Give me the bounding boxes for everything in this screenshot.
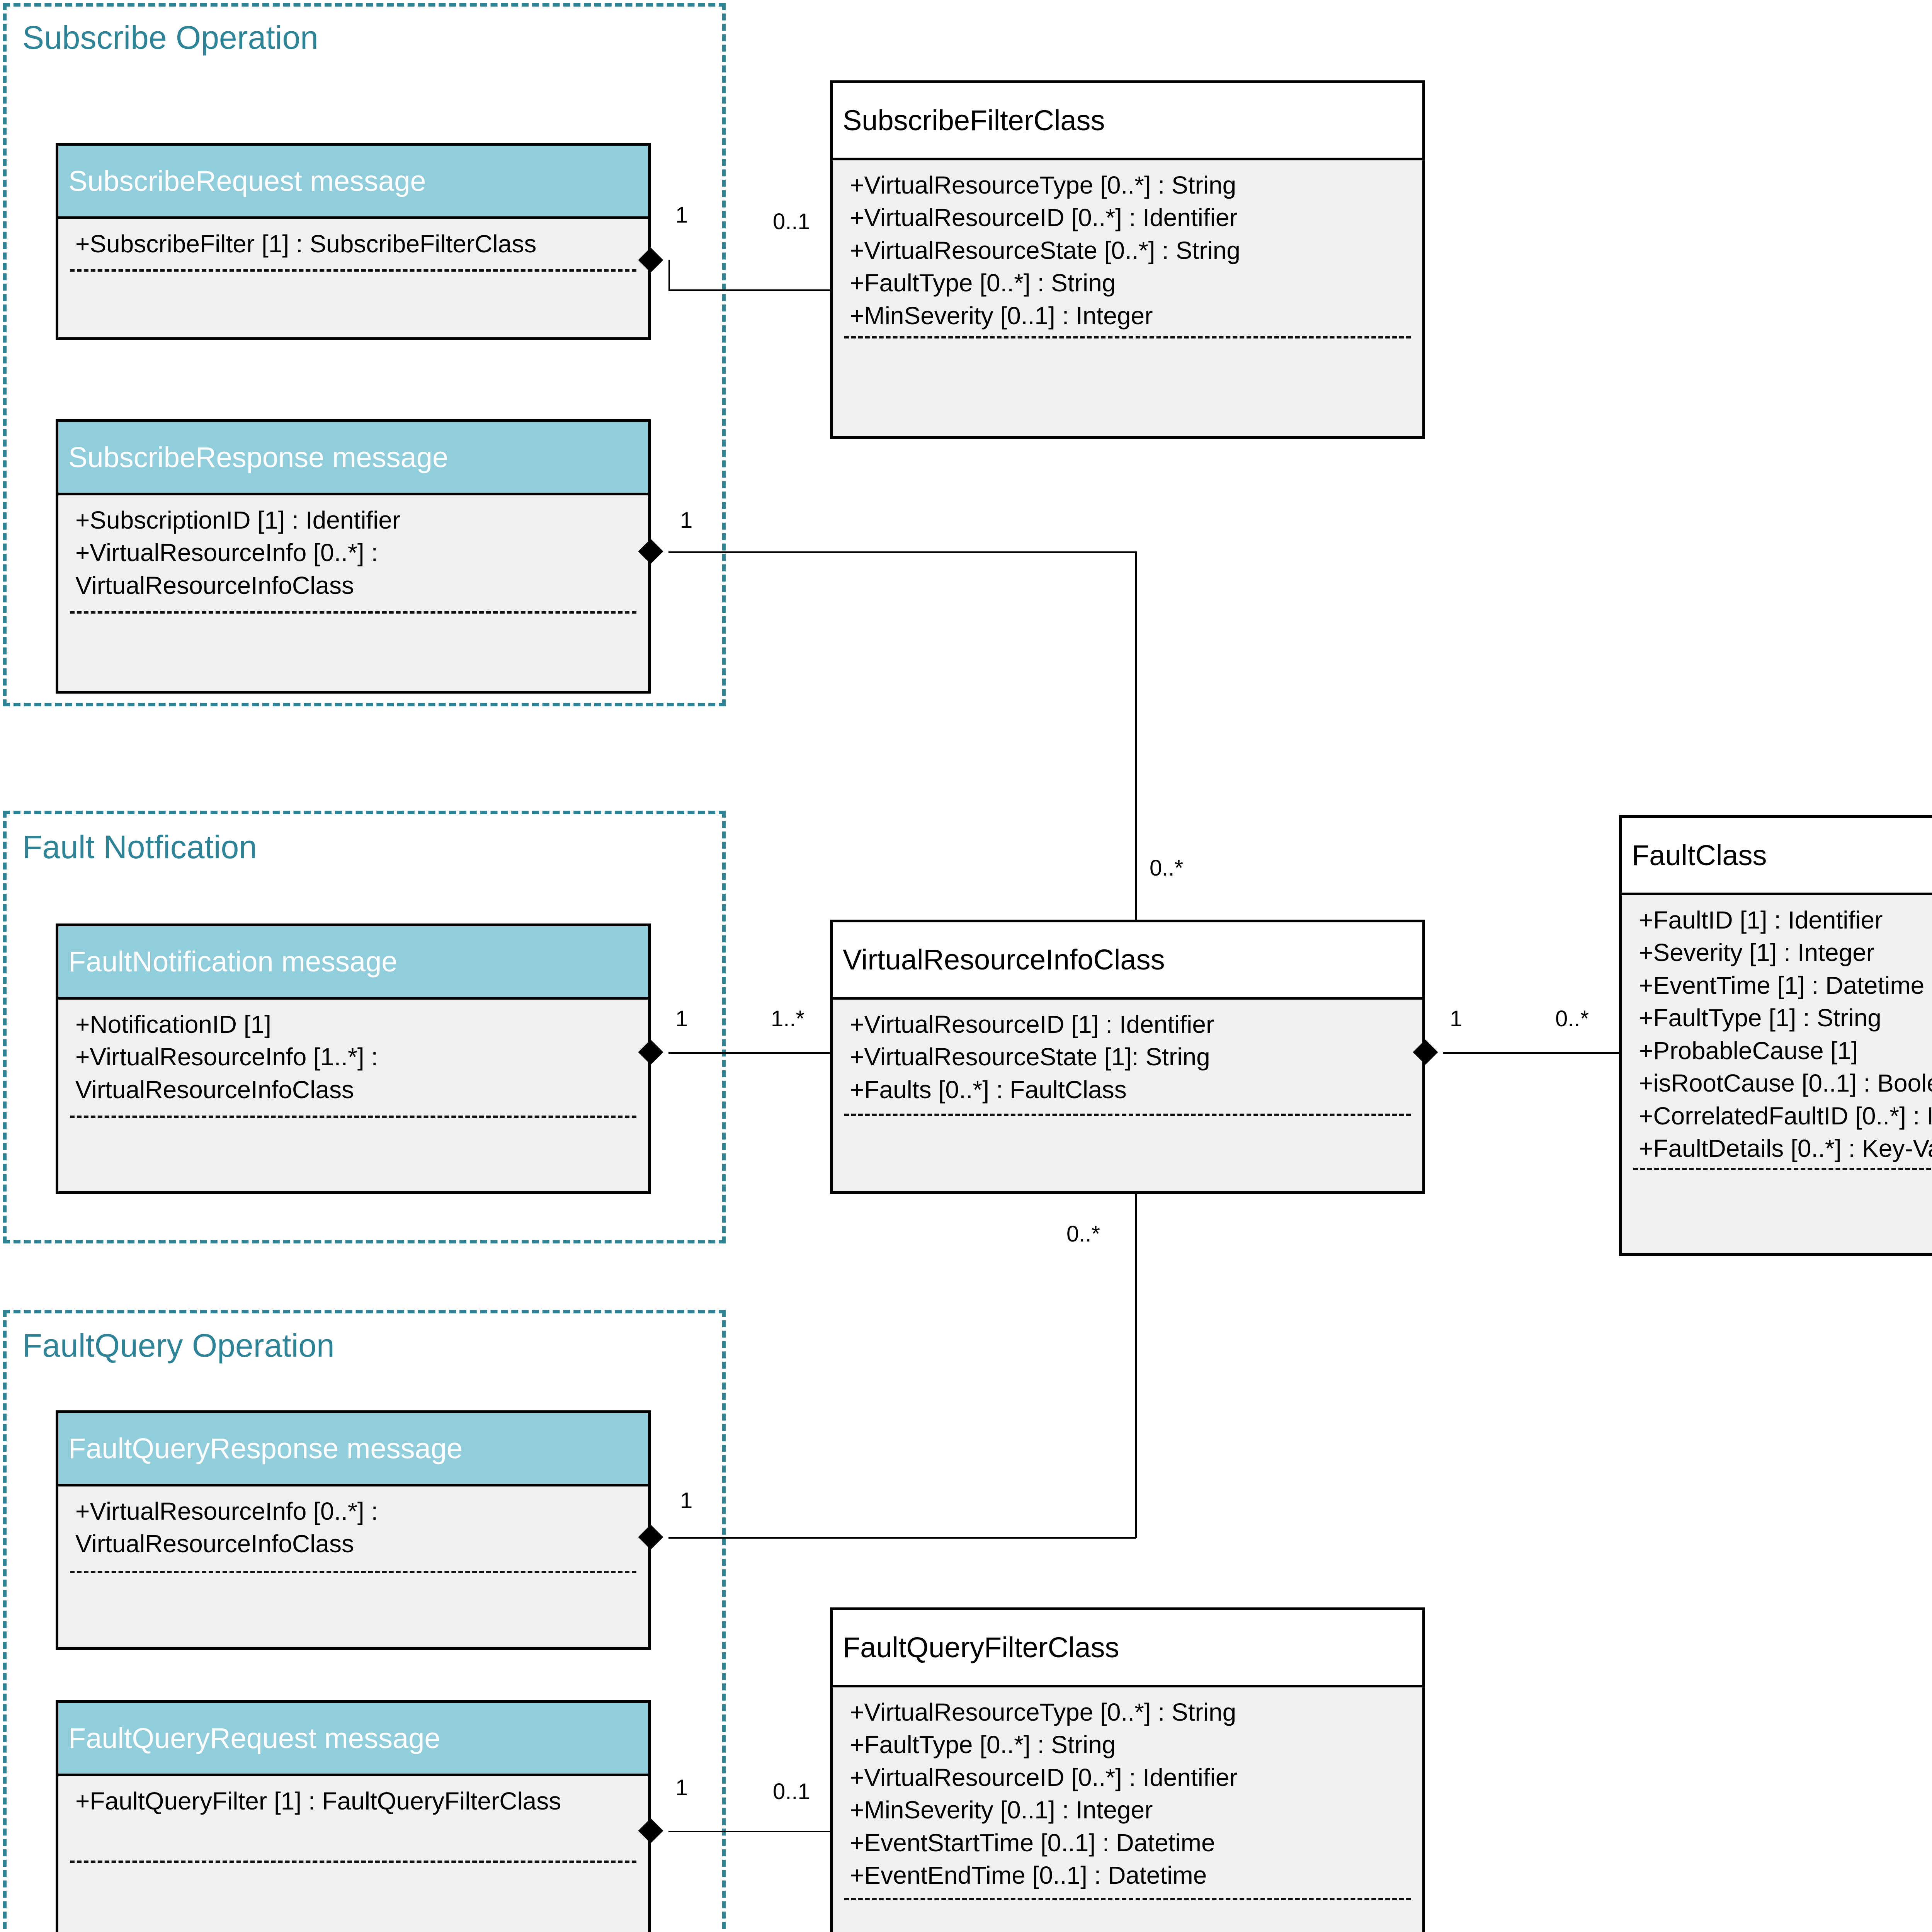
compartment-separator	[70, 1116, 636, 1118]
class-header-faultquery-response: FaultQueryResponse message	[58, 1413, 648, 1486]
compartment-separator	[70, 1571, 636, 1573]
class-body-fault-class: +FaultID [1] : Identifier +Severity [1] …	[1622, 895, 1932, 1253]
association-line-vertical	[1135, 551, 1137, 920]
attribute-row: +VirtualResourceType [0..*] : String	[850, 171, 1236, 199]
attribute-row: +EventTime [1] : Datetime	[1639, 971, 1925, 999]
class-header-faultquery-filter-class: FaultQueryFilterClass	[833, 1610, 1422, 1687]
compartment-separator	[70, 269, 636, 272]
attribute-row: +VirtualResourceInfo [0..*] : VirtualRes…	[75, 539, 378, 599]
class-body-subscribe-request: +SubscribeFilter [1] : SubscribeFilterCl…	[58, 219, 648, 337]
attribute-row: +CorrelatedFaultID [0..*] : Identifier	[1639, 1102, 1932, 1130]
package-subscribe-operation	[3, 3, 726, 706]
attribute-row: +VirtualResourceID [0..*] : Identifier	[850, 1763, 1238, 1791]
multiplicity-label: 0..1	[773, 209, 810, 234]
attribute-row: +FaultType [0..*] : String	[850, 1731, 1116, 1759]
multiplicity-label: 1..*	[771, 1006, 805, 1031]
class-header-virtual-resource-info-class: VirtualResourceInfoClass	[833, 922, 1422, 1000]
attribute-row: +VirtualResourceInfo [0..*] : VirtualRes…	[75, 1497, 378, 1558]
multiplicity-label: 1	[680, 1488, 693, 1513]
multiplicity-label: 1	[680, 508, 693, 533]
class-box-faultquery-filter-class[interactable]: FaultQueryFilterClass +VirtualResourceTy…	[830, 1607, 1425, 1932]
attribute-row: +FaultType [1] : String	[1639, 1004, 1881, 1032]
association-line-horizontal	[1443, 1052, 1620, 1054]
class-header-subscribe-request: SubscribeRequest message	[58, 146, 648, 219]
class-body-fault-notification: +NotificationID [1] +VirtualResourceInfo…	[58, 1000, 648, 1191]
association-line-horizontal	[668, 289, 831, 291]
package-fault-notification	[3, 811, 726, 1243]
attribute-row: +FaultID [1] : Identifier	[1639, 906, 1883, 934]
class-body-faultquery-request: +FaultQueryFilter [1] : FaultQueryFilter…	[58, 1776, 648, 1932]
attribute-row: +FaultQueryFilter [1] : FaultQueryFilter…	[75, 1787, 561, 1815]
attribute-row: +EventStartTime [0..1] : Datetime	[850, 1828, 1215, 1857]
class-header-faultquery-request: FaultQueryRequest message	[58, 1703, 648, 1776]
attribute-row: +VirtualResourceID [1] : Identifier	[850, 1010, 1214, 1038]
compartment-separator	[70, 1861, 636, 1863]
attribute-row: +SubscribeFilter [1] : SubscribeFilterCl…	[75, 230, 537, 258]
package-title-faultquery-operation: FaultQuery Operation	[22, 1327, 335, 1364]
multiplicity-label: 1	[1450, 1006, 1463, 1031]
class-box-faultquery-response[interactable]: FaultQueryResponse message +VirtualResou…	[56, 1410, 651, 1650]
association-line-vertical	[1135, 1194, 1137, 1538]
package-title-subscribe-operation: Subscribe Operation	[22, 19, 318, 56]
class-body-faultquery-response: +VirtualResourceInfo [0..*] : VirtualRes…	[58, 1486, 648, 1647]
attribute-row: +NotificationID [1]	[75, 1010, 271, 1038]
attribute-row: +VirtualResourceState [1]: String	[850, 1043, 1210, 1071]
association-line-horizontal	[668, 1052, 831, 1054]
multiplicity-label: 0..*	[1150, 855, 1184, 881]
class-box-faultquery-request[interactable]: FaultQueryRequest message +FaultQueryFil…	[56, 1700, 651, 1932]
attribute-row: +ProbableCause [1]	[1639, 1036, 1858, 1065]
class-header-fault-notification: FaultNotification message	[58, 926, 648, 1000]
attribute-row: +VirtualResourceType [0..*] : String	[850, 1698, 1236, 1726]
compartment-separator	[844, 1114, 1411, 1116]
attribute-row: +MinSeverity [0..1] : Integer	[850, 301, 1153, 330]
package-title-fault-notification: Fault Notfication	[22, 829, 257, 865]
package-faultquery-operation	[3, 1310, 726, 1932]
class-header-subscribe-filter-class: SubscribeFilterClass	[833, 83, 1422, 160]
class-box-subscribe-request[interactable]: SubscribeRequest message +SubscribeFilte…	[56, 143, 651, 340]
class-body-faultquery-filter-class: +VirtualResourceType [0..*] : String +Fa…	[833, 1687, 1422, 1932]
attribute-row: +Severity [1] : Integer	[1639, 939, 1875, 967]
attribute-row: +EventEndTime [0..1] : Datetime	[850, 1861, 1207, 1889]
association-line-horizontal	[668, 551, 1136, 553]
class-box-subscribe-filter-class[interactable]: SubscribeFilterClass +VirtualResourceTyp…	[830, 80, 1425, 439]
class-box-fault-notification[interactable]: FaultNotification message +NotificationI…	[56, 923, 651, 1194]
attribute-row: +isRootCause [0..1] : Boolean	[1639, 1069, 1932, 1097]
class-body-virtual-resource-info-class: +VirtualResourceID [1] : Identifier +Vir…	[833, 1000, 1422, 1191]
compartment-separator	[844, 1898, 1411, 1900]
multiplicity-label: 0..*	[1066, 1221, 1100, 1247]
multiplicity-label: 0..1	[773, 1779, 810, 1804]
multiplicity-label: 1	[675, 1006, 688, 1031]
multiplicity-label: 0..*	[1555, 1006, 1589, 1031]
class-header-fault-class: FaultClass	[1622, 818, 1932, 895]
class-box-virtual-resource-info-class[interactable]: VirtualResourceInfoClass +VirtualResourc…	[830, 920, 1425, 1194]
attribute-row: +FaultType [0..*] : String	[850, 269, 1116, 297]
association-line-horizontal	[668, 1537, 1136, 1539]
compartment-separator	[844, 336, 1411, 338]
attribute-row: +Faults [0..*] : FaultClass	[850, 1075, 1127, 1104]
multiplicity-label: 1	[675, 202, 688, 228]
compartment-separator	[1633, 1168, 1932, 1170]
compartment-separator	[70, 611, 636, 614]
class-box-fault-class[interactable]: FaultClass +FaultID [1] : Identifier +Se…	[1619, 815, 1932, 1256]
attribute-row: +VirtualResourceID [0..*] : Identifier	[850, 204, 1238, 232]
attribute-row: +SubscriptionID [1] : Identifier	[75, 506, 401, 534]
attribute-row: +VirtualResourceInfo [1..*] : VirtualRes…	[75, 1043, 378, 1104]
class-header-subscribe-response: SubscribeResponse message	[58, 422, 648, 495]
attribute-row: +VirtualResourceState [0..*] : String	[850, 236, 1240, 264]
attribute-row: +FaultDetails [0..*] : Key-Value pairs	[1639, 1134, 1932, 1163]
association-line-vertical	[668, 260, 670, 289]
multiplicity-label: 1	[675, 1775, 688, 1800]
association-line-horizontal	[668, 1831, 831, 1832]
class-box-subscribe-response[interactable]: SubscribeResponse message +SubscriptionI…	[56, 419, 651, 694]
class-body-subscribe-filter-class: +VirtualResourceType [0..*] : String +Vi…	[833, 160, 1422, 436]
attribute-row: +MinSeverity [0..1] : Integer	[850, 1796, 1153, 1824]
class-body-subscribe-response: +SubscriptionID [1] : Identifier +Virtua…	[58, 495, 648, 691]
